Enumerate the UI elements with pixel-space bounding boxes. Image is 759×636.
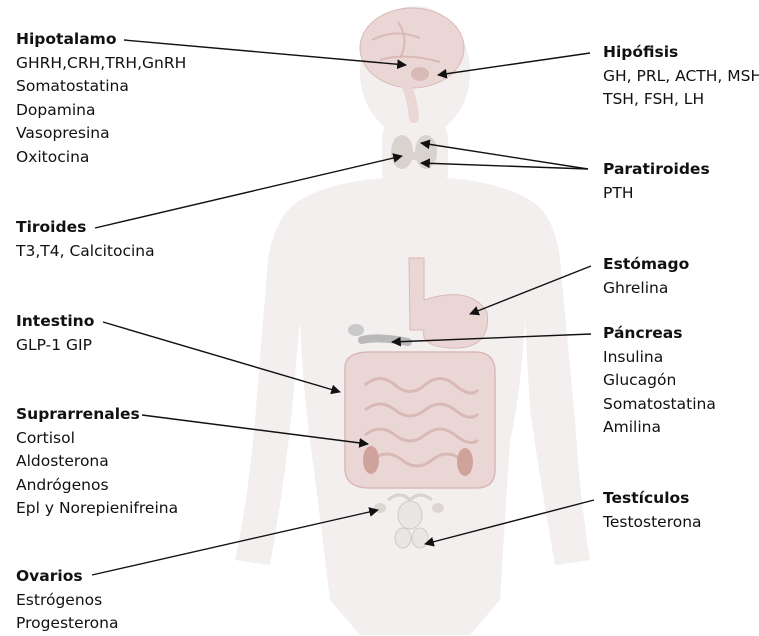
pituitary-gland	[411, 67, 429, 81]
title-tiroides: Tiroides	[16, 216, 155, 240]
hormone: Amilina	[603, 416, 716, 440]
hormone: Glucagón	[603, 369, 716, 393]
title-ovarios: Ovarios	[16, 565, 119, 589]
label-hipotalamo: Hipotalamo GHRH,CRH,TRH,GnRH Somatostati…	[16, 28, 186, 169]
label-testiculos: Testículos Testosterona	[603, 487, 702, 534]
title-suprarrenales: Suprarrenales	[16, 403, 178, 427]
hormone: Somatostatina	[16, 75, 186, 99]
hormone: Progesterona	[16, 612, 119, 636]
hormone: T3,T4, Calcitocina	[16, 240, 155, 264]
hormone: Testosterona	[603, 511, 702, 535]
hormone: PTH	[603, 182, 710, 206]
label-hipofisis: Hipófisis GH, PRL, ACTH, MSH TSH, FSH, L…	[603, 41, 759, 112]
title-estomago: Estómago	[603, 253, 689, 277]
hormone: Vasopresina	[16, 122, 186, 146]
label-tiroides: Tiroides T3,T4, Calcitocina	[16, 216, 155, 263]
label-estomago: Estómago Ghrelina	[603, 253, 689, 300]
hormone: Epl y Norepienifreina	[16, 497, 178, 521]
hormone: Dopamina	[16, 99, 186, 123]
title-intestino: Intestino	[16, 310, 94, 334]
title-paratiroides: Paratiroides	[603, 158, 710, 182]
label-suprarrenales: Suprarrenales Cortisol Aldosterona Andró…	[16, 403, 178, 521]
hormone: TSH, FSH, LH	[603, 88, 759, 112]
hormone: GHRH,CRH,TRH,GnRH	[16, 52, 186, 76]
hormone: Somatostatina	[603, 393, 716, 417]
hormone: Oxitocina	[16, 146, 186, 170]
title-pancreas: Páncreas	[603, 322, 716, 346]
hormone: Andrógenos	[16, 474, 178, 498]
hormone: Cortisol	[16, 427, 178, 451]
label-intestino: Intestino GLP-1 GIP	[16, 310, 94, 357]
hormone: GH, PRL, ACTH, MSH	[603, 65, 759, 89]
title-testiculos: Testículos	[603, 487, 702, 511]
hormone: Ghrelina	[603, 277, 689, 301]
hormone: Insulina	[603, 346, 716, 370]
hormone: GLP-1 GIP	[16, 334, 94, 358]
title-hipofisis: Hipófisis	[603, 41, 759, 65]
label-paratiroides: Paratiroides PTH	[603, 158, 710, 205]
label-ovarios: Ovarios Estrógenos Progesterona	[16, 565, 119, 636]
title-hipotalamo: Hipotalamo	[16, 28, 186, 52]
hormone: Estrógenos	[16, 589, 119, 613]
label-pancreas: Páncreas Insulina Glucagón Somatostatina…	[603, 322, 716, 440]
hormone: Aldosterona	[16, 450, 178, 474]
